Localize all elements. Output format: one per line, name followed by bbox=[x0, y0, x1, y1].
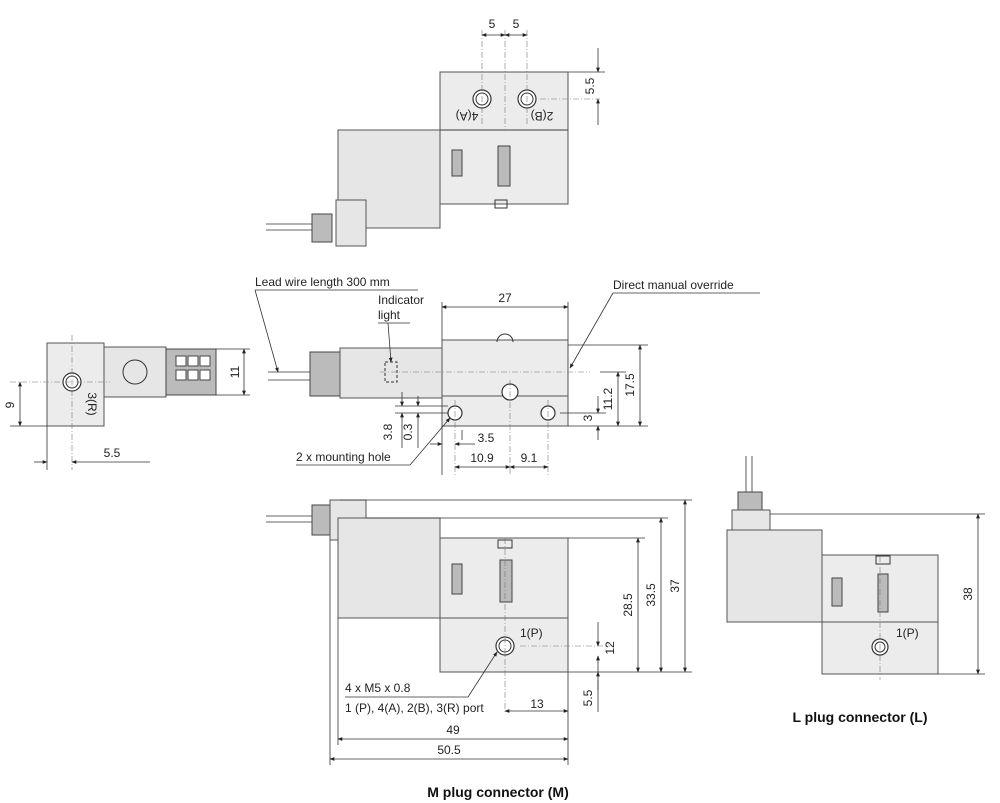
dim-13: 13 bbox=[530, 697, 544, 711]
dim-11: 11 bbox=[228, 365, 242, 378]
l-plug-caption: L plug connector (L) bbox=[792, 709, 927, 725]
l-indicator-window bbox=[831, 577, 843, 607]
dim-11-2: 11.2 bbox=[601, 387, 615, 410]
dim-49: 49 bbox=[446, 723, 460, 737]
l-override-button bbox=[875, 555, 891, 565]
dim-5-5-side: 5.5 bbox=[104, 446, 121, 460]
m-port-note-2: 1 (P), 4(A), 2(B), 3(R) port bbox=[345, 701, 484, 715]
dim-9-1: 9.1 bbox=[521, 451, 538, 465]
front-solenoid bbox=[339, 347, 443, 399]
dim-5-left: 5 bbox=[489, 17, 496, 31]
dim-5-5: 5.5 bbox=[583, 77, 597, 94]
dim-9: 9 bbox=[3, 401, 17, 408]
m-override-slot bbox=[499, 559, 513, 603]
dim-27: 27 bbox=[498, 291, 512, 305]
dim-10-9: 10.9 bbox=[470, 451, 494, 465]
dim-3-5: 3.5 bbox=[478, 431, 495, 445]
dim-33-5: 33.5 bbox=[644, 583, 658, 607]
dim-38: 38 bbox=[961, 587, 975, 601]
dim-37: 37 bbox=[668, 579, 682, 593]
front-view: Lead wire length 300 mm Indicator light … bbox=[254, 275, 760, 475]
l-port-1p-label: 1(P) bbox=[896, 626, 919, 640]
l-plug-view: 1(P) 38 L plug connector (L) bbox=[726, 456, 985, 725]
m-port-note-1: 4 x M5 x 0.8 bbox=[345, 681, 411, 695]
port-2b-label: 2(B) bbox=[531, 109, 554, 123]
plug-connector bbox=[311, 213, 333, 243]
dim-0-3: 0.3 bbox=[401, 423, 415, 440]
m-override-button bbox=[497, 539, 513, 549]
dim-3-8: 3.8 bbox=[381, 423, 395, 440]
dim-5-5-m: 5.5 bbox=[581, 689, 595, 706]
front-plug bbox=[309, 351, 341, 397]
dim-5-right: 5 bbox=[513, 17, 520, 31]
l-override-slot bbox=[877, 573, 889, 613]
override-slot bbox=[497, 145, 511, 187]
dim-3: 3 bbox=[581, 414, 595, 421]
dim-28-5: 28.5 bbox=[621, 593, 635, 617]
dim-12: 12 bbox=[603, 641, 617, 655]
port-4a-label: 4(A) bbox=[456, 109, 479, 123]
dim-50-5: 50.5 bbox=[437, 743, 461, 757]
valve-body-upper bbox=[439, 71, 569, 131]
port-3r-label: 3(R) bbox=[85, 392, 99, 415]
lead-wire-label: Lead wire length 300 mm bbox=[255, 275, 390, 289]
dim-17-5: 17.5 bbox=[623, 373, 637, 397]
side-solenoid bbox=[103, 346, 167, 398]
connector-block bbox=[335, 199, 367, 247]
front-override-button bbox=[496, 333, 514, 343]
side-view: 3(R) 9 5.5 11 bbox=[3, 335, 250, 470]
mounting-hole-label: 2 x mounting hole bbox=[296, 450, 391, 464]
top-view: 5 5 5.5 4(A) 2(B) bbox=[266, 17, 605, 247]
l-solenoid bbox=[726, 529, 823, 623]
indicator-window bbox=[451, 149, 463, 177]
m-port-1p-label: 1(P) bbox=[520, 626, 543, 640]
side-coil-symbol bbox=[122, 359, 148, 385]
m-plug-view: 1(P) 28.5 33.5 37 12 5.5 4 x M5 x 0.8 1 … bbox=[266, 499, 692, 800]
m-solenoid bbox=[337, 517, 441, 619]
override-button bbox=[494, 199, 508, 209]
m-indicator-window bbox=[451, 563, 463, 595]
m-plug-caption: M plug connector (M) bbox=[427, 784, 569, 800]
indicator-label-2: light bbox=[378, 308, 401, 322]
manual-override-label: Direct manual override bbox=[613, 278, 734, 292]
indicator-label-1: Indicator bbox=[378, 293, 424, 307]
